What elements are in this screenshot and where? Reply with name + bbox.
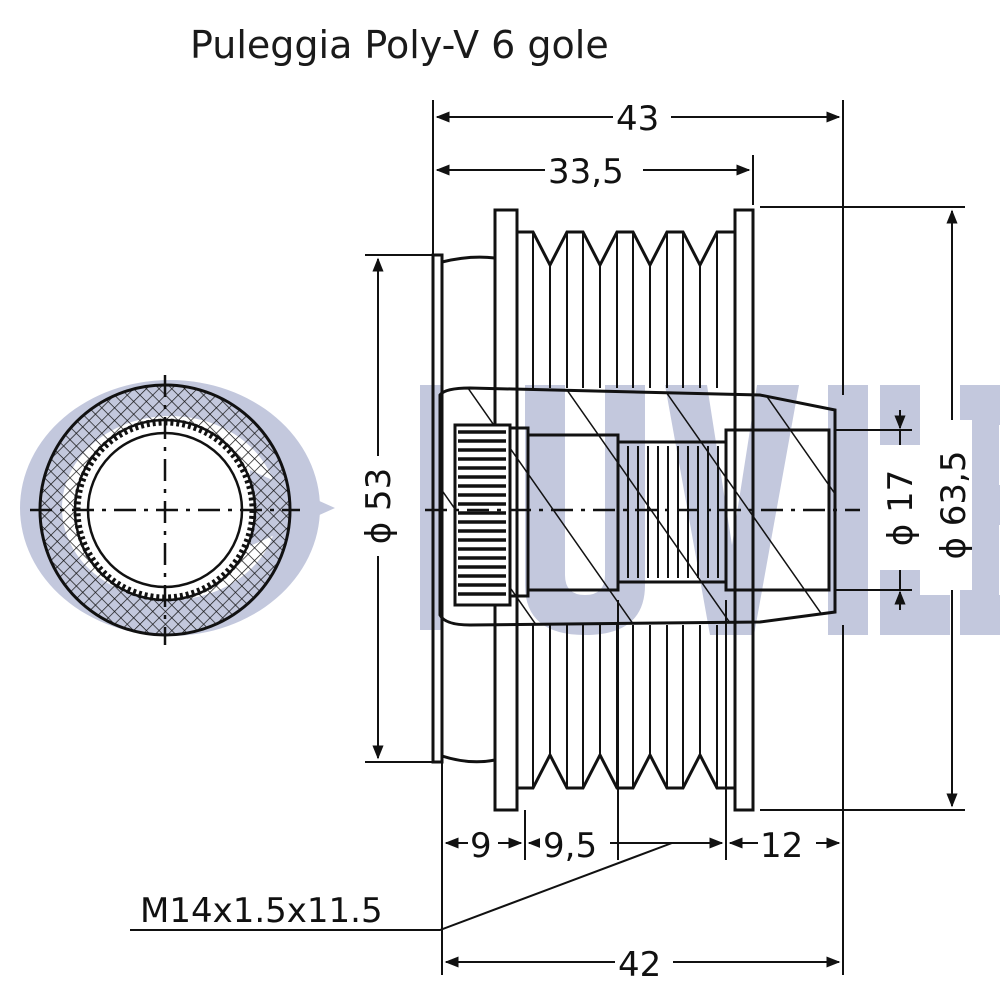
dim-53-label: ϕ 53 [359,468,399,545]
lower-groove-profile [517,751,735,790]
dim-53-symbol: ϕ [359,522,399,544]
dim-33-5-label: 33,5 [548,152,624,192]
thread-lines [627,446,719,578]
dim-9-5-label: 9,5 [543,826,597,866]
upper-groove-profile [517,230,735,269]
logo-letter-r [420,385,442,630]
dim-17-value: 17 [881,470,921,513]
pulley-end-view [30,375,300,645]
thread-callout: M14x1.5x11.5 [140,891,383,931]
dim-53-value: 53 [359,468,399,511]
dim-42-label: 42 [618,945,661,985]
dim-63-5-value: 63,5 [934,451,974,527]
drawing-title: Puleggia Poly-V 6 gole [190,23,609,67]
dim-12-label: 12 [760,826,803,866]
dim-9-label: 9 [470,826,492,866]
lower-groove-walls [532,625,718,788]
dim-17-label: ϕ 17 [881,470,921,547]
thread-leader [130,842,673,931]
spline-teeth [458,430,506,596]
pulley-section-view [425,208,860,812]
dim-17-symbol: ϕ [881,524,921,546]
dim-43-label: 43 [616,99,659,139]
dim-63-5-label: ϕ 63,5 [934,451,974,560]
dim-63-5-symbol: ϕ [934,537,974,559]
upper-groove-walls [532,232,718,388]
spline-bore [453,423,512,607]
